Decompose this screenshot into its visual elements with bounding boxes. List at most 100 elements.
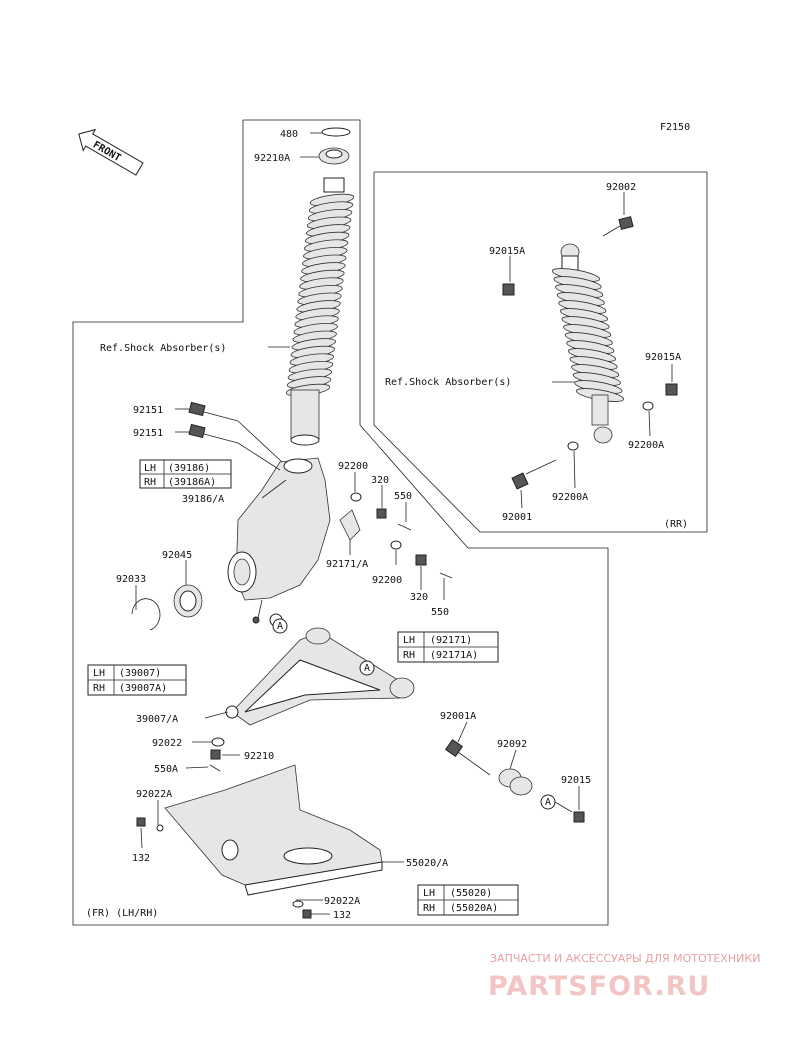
label-92171a: 92171/A xyxy=(326,559,368,570)
svg-text:RH: RH xyxy=(144,477,156,488)
label-92200-upper: 92200 xyxy=(338,461,368,472)
bolt-132-left xyxy=(136,817,146,827)
circlip-480 xyxy=(321,127,351,137)
bushing-92092 xyxy=(498,768,533,796)
washer-92200-upper xyxy=(350,492,362,502)
steering-knuckle-39186 xyxy=(227,457,331,624)
label-39186a: 39186/A xyxy=(182,494,224,505)
label-92001a: 92001A xyxy=(440,711,476,722)
label-ref-front: Ref.Shock Absorber(s) xyxy=(100,343,226,354)
label-132-bottom: 132 xyxy=(333,910,351,921)
svg-text:(39007A): (39007A) xyxy=(119,683,167,694)
table-39007: LH (39007) RH (39007A) xyxy=(87,664,187,696)
bolt-92001 xyxy=(511,459,557,490)
washer-92200a-right xyxy=(642,401,654,411)
bolt-132-bottom xyxy=(302,909,312,919)
svg-text:(39186A): (39186A) xyxy=(168,477,216,488)
bolt-92002 xyxy=(602,216,634,237)
label-92015a-upper: 92015A xyxy=(489,246,525,257)
label-92151-upper: 92151 xyxy=(133,405,163,416)
washer-92200a-left xyxy=(567,441,579,451)
label-92022a-bottom: 92022A xyxy=(324,896,360,907)
label-92002: 92002 xyxy=(606,182,636,193)
pin-550-upper xyxy=(397,523,412,531)
svg-text:RH: RH xyxy=(403,650,415,661)
label-320-lower: 320 xyxy=(410,592,428,603)
washer-92022 xyxy=(211,737,225,747)
label-92045: 92045 xyxy=(162,550,192,561)
svg-text:LH: LH xyxy=(144,463,156,474)
a-arm-39007 xyxy=(225,613,415,726)
table-92171: LH (92171) RH (92171A) xyxy=(397,631,499,663)
rear-shock-absorber xyxy=(551,243,625,444)
nut-92015 xyxy=(573,811,585,823)
bracket-92171 xyxy=(339,509,361,541)
label-320-upper: 320 xyxy=(371,475,389,486)
pin-550-lower xyxy=(439,572,453,579)
watermark-logo: ЗАПЧАСТИ И АКСЕССУАРЫ ДЛЯ МОТОТЕХНИКИ PA… xyxy=(488,952,760,1002)
nut-320-upper xyxy=(376,508,387,519)
callout-a-2: A xyxy=(364,663,370,674)
label-92200a-left: 92200A xyxy=(552,492,588,503)
nut-320-lower xyxy=(415,554,427,566)
rear-shock-spring xyxy=(551,268,625,402)
label-92001: 92001 xyxy=(502,512,532,523)
label-132-left: 132 xyxy=(132,853,150,864)
bearing-92045 xyxy=(173,584,203,618)
rear-assembly-frame xyxy=(373,171,708,533)
svg-text:(92171A): (92171A) xyxy=(430,650,478,661)
callout-a-1: A xyxy=(277,621,283,632)
label-92200a-right: 92200A xyxy=(628,440,664,451)
front-direction-arrow: FRONT xyxy=(78,128,144,176)
svg-text:(55020): (55020) xyxy=(450,888,492,899)
callout-a-3: A xyxy=(545,797,551,808)
svg-text:(39007): (39007) xyxy=(119,668,161,679)
label-ref-rear: Ref.Shock Absorber(s) xyxy=(385,377,511,388)
label-92092: 92092 xyxy=(497,739,527,750)
label-92033: 92033 xyxy=(116,574,146,585)
washer-92200-lower xyxy=(390,540,402,550)
label-92022a-left: 92022A xyxy=(136,789,172,800)
nut-92210 xyxy=(210,749,221,760)
nut-92015a-lower xyxy=(665,383,678,396)
front-shock-absorber xyxy=(285,127,355,446)
part-labels: 480 92210A Ref.Shock Absorber(s) 92151 9… xyxy=(86,129,688,921)
watermark-brand: PARTSFOR.RU xyxy=(488,971,710,1002)
svg-text:(39186): (39186) xyxy=(168,463,210,474)
svg-text:LH: LH xyxy=(403,635,415,646)
svg-text:LH: LH xyxy=(423,888,435,899)
front-shock-body xyxy=(290,389,320,441)
svg-text:LH: LH xyxy=(93,668,105,679)
washer-92022a-bottom xyxy=(292,900,304,908)
label-92151-lower: 92151 xyxy=(133,428,163,439)
label-92200-lower: 92200 xyxy=(372,575,402,586)
circlip-92033 xyxy=(131,598,161,631)
table-55020: LH (55020) RH (55020A) xyxy=(417,884,519,916)
pin-550a xyxy=(209,764,221,772)
svg-text:(55020A): (55020A) xyxy=(450,903,498,914)
leader-lines xyxy=(135,132,673,915)
front-assembly-frame xyxy=(72,119,609,926)
washer-92022a-left xyxy=(156,824,164,832)
bolt-92151-upper xyxy=(188,401,239,422)
label-front-tag: (FR) (LH/RH) xyxy=(86,908,158,919)
bolt-92001a xyxy=(444,738,491,776)
front-shock-spring xyxy=(285,193,355,397)
nut-92015a-upper xyxy=(502,283,515,296)
bolt-92151-lower xyxy=(188,423,239,444)
label-39007a: 39007/A xyxy=(136,714,178,725)
label-480: 480 xyxy=(280,129,298,140)
diagram-code: F2150 xyxy=(660,122,690,133)
svg-text:(92171): (92171) xyxy=(430,635,472,646)
svg-text:RH: RH xyxy=(423,903,435,914)
svg-text:RH: RH xyxy=(93,683,105,694)
label-92015a-lower: 92015A xyxy=(645,352,681,363)
skid-plate-55020 xyxy=(164,764,383,896)
label-550a: 550A xyxy=(154,764,178,775)
label-92022: 92022 xyxy=(152,738,182,749)
label-92210a: 92210A xyxy=(254,153,290,164)
label-92210: 92210 xyxy=(244,751,274,762)
label-550-lower: 550 xyxy=(431,607,449,618)
label-92015: 92015 xyxy=(561,775,591,786)
